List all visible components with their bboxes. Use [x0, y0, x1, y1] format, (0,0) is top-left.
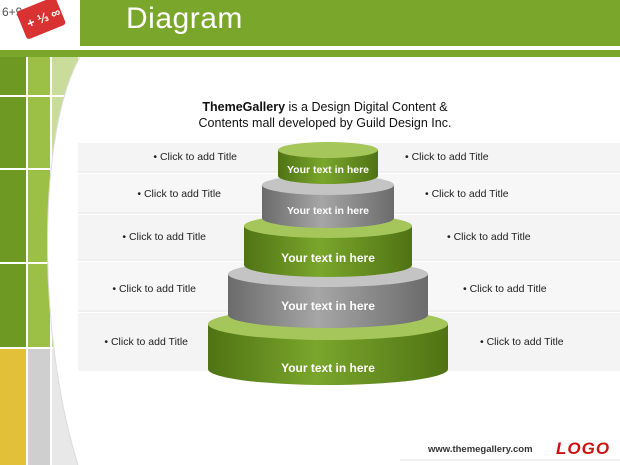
tier3-right-label[interactable]: • Click to add Title	[447, 231, 531, 243]
tier5-right-label[interactable]: • Click to add Title	[480, 336, 564, 348]
tier4-right-label[interactable]: • Click to add Title	[463, 283, 547, 295]
corner-math-badge: 6+9 + ⅓ ∞	[0, 0, 80, 46]
footer-url[interactable]: www.themegallery.com	[428, 444, 533, 455]
tier3-text: Your text in here	[281, 251, 375, 265]
subtitle-line1: is a Design Digital Content &	[285, 100, 448, 114]
tier5-left-label[interactable]: • Click to add Title	[104, 336, 188, 348]
tier3-left-label[interactable]: • Click to add Title	[122, 231, 206, 243]
tier2-right-label[interactable]: • Click to add Title	[425, 188, 509, 200]
subtitle: ThemeGallery is a Design Digital Content…	[150, 99, 500, 131]
tier4-text: Your text in here	[281, 299, 375, 313]
tier1-right-label[interactable]: • Click to add Title	[405, 151, 489, 163]
slide-title: Diagram	[126, 2, 243, 35]
subtitle-line2: Contents mall developed by Guild Design …	[198, 116, 452, 130]
tier1-text: Your text in here	[287, 164, 369, 176]
subtitle-brand: ThemeGallery	[202, 100, 286, 114]
tier1-left-label[interactable]: • Click to add Title	[153, 151, 237, 163]
tier5-text: Your text in here	[281, 361, 375, 375]
tier2-text: Your text in here	[287, 205, 369, 217]
tier2-left-label[interactable]: • Click to add Title	[137, 188, 221, 200]
logo: LOGO	[556, 439, 611, 458]
tier4-left-label[interactable]: • Click to add Title	[112, 283, 196, 295]
tier1-cylinder[interactable]	[278, 142, 378, 184]
